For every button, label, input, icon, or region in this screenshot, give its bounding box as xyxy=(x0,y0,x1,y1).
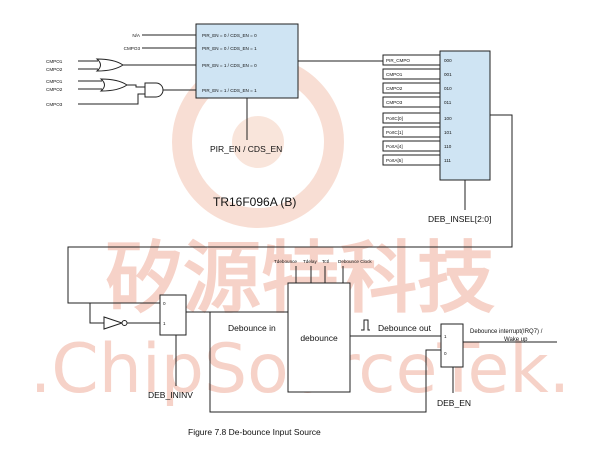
right-mux-code: 000 xyxy=(444,58,452,63)
inv-mux-box xyxy=(159,294,187,336)
inv-mux-select-label: DEB_ININV xyxy=(148,390,193,400)
right-mux-input-label: PIR_CMPO xyxy=(386,58,410,63)
top-mux-input-label: CMPO3 xyxy=(124,46,141,51)
debounce-input-label: Tdebounce xyxy=(274,259,297,264)
watermark: 矽源特科技 .ChipSourceTek. xyxy=(30,56,570,409)
right-mux-input-label: CMPO3 xyxy=(386,100,403,105)
gate-input-label: CMPO1 xyxy=(46,59,63,64)
debounce-input-label: Tctl xyxy=(322,259,329,264)
right-mux-input-label: PortC[0] xyxy=(386,116,403,121)
or-gate-2 xyxy=(99,78,128,92)
right-mux-code: 010 xyxy=(444,86,452,91)
chip-label: TR16F096A (B) xyxy=(213,195,296,209)
right-mux: PIR_CMPO CMPO1 CMPO2 CMPO3 PortC[0] Port… xyxy=(382,50,491,224)
gate-input-label: CMPO1 xyxy=(46,79,63,84)
debounce-input-label: Debounce Clock xyxy=(338,259,372,264)
right-mux-output-wire xyxy=(67,114,513,304)
inv-mux: 0 1 DEB_ININV xyxy=(148,294,193,400)
or-gate-1 xyxy=(95,58,124,72)
debounce-label: debounce xyxy=(300,333,338,343)
inverter xyxy=(103,316,124,330)
figure-caption: Figure 7.8 De-bounce Input Source xyxy=(188,427,321,437)
bypass-wire xyxy=(209,312,441,413)
watermark-logo-core xyxy=(232,116,284,168)
en-mux: 1 0 DEB_EN Debounce interrupt(IRQ7) / Wa… xyxy=(437,323,557,408)
right-mux-code: 011 xyxy=(444,100,452,105)
gate-input-label: CMPO2 xyxy=(46,87,63,92)
right-mux-select-label: DEB_INSEL[2:0] xyxy=(428,214,491,224)
gate-input-label: CMPO3 xyxy=(46,102,63,107)
debounce-out-label: Debounce out xyxy=(378,323,432,333)
en-mux-select-label: DEB_EN xyxy=(437,398,471,408)
en-mux-output-label: Debounce interrupt(IRQ7) / xyxy=(470,329,543,335)
inv-mux-code: 0 xyxy=(163,301,166,306)
top-mux-input-label: N/A xyxy=(132,33,141,38)
en-mux-code: 1 xyxy=(444,334,447,339)
top-mux-row-label: PIR_EN = 1 / CDS_EN = 1 xyxy=(202,88,257,93)
debounce-box xyxy=(287,282,351,393)
right-mux-input-label: PortA[4] xyxy=(386,144,403,149)
inv-mux-code: 1 xyxy=(163,321,166,326)
debounce-in-label: Debounce in xyxy=(228,323,276,333)
top-mux-row-label: PIR_EN = 1 / CDS_EN = 0 xyxy=(202,63,257,68)
top-mux-row-label: PIR_EN = 0 / CDS_EN = 1 xyxy=(202,46,257,51)
top-mux-row-label: PIR_EN = 0 / CDS_EN = 0 xyxy=(202,33,257,38)
and-gate xyxy=(144,82,164,98)
right-mux-code: 100 xyxy=(444,116,452,121)
right-mux-code: 110 xyxy=(444,144,452,149)
debounce-input-label: Tdelay xyxy=(303,259,317,264)
right-mux-input-label: CMPO2 xyxy=(386,86,403,91)
right-mux-code: 001 xyxy=(444,72,452,77)
en-mux-box xyxy=(440,323,464,368)
right-mux-input-label: PortC[1] xyxy=(386,130,403,135)
input-gates: CMPO1 CMPO2 CMPO1 CMPO2 CMPO3 xyxy=(46,58,196,107)
debounce-block: debounce Tdebounce Tdelay Tctl Debounce … xyxy=(274,259,372,393)
right-mux-input-label: CMPO1 xyxy=(386,72,403,77)
right-mux-input-label: PortA[5] xyxy=(386,158,403,163)
gate-input-label: CMPO2 xyxy=(46,67,63,72)
top-mux: N/A CMPO3 PIR_EN = 0 / CDS_EN = 0 PIR_EN… xyxy=(124,23,383,154)
right-mux-code: 101 xyxy=(444,130,452,135)
right-mux-code: 111 xyxy=(444,158,451,163)
en-mux-output-label: Wake up xyxy=(504,337,528,343)
pulse-icon xyxy=(361,319,370,331)
top-mux-select-label: PIR_EN / CDS_EN xyxy=(210,144,282,154)
en-mux-code: 0 xyxy=(444,351,447,356)
